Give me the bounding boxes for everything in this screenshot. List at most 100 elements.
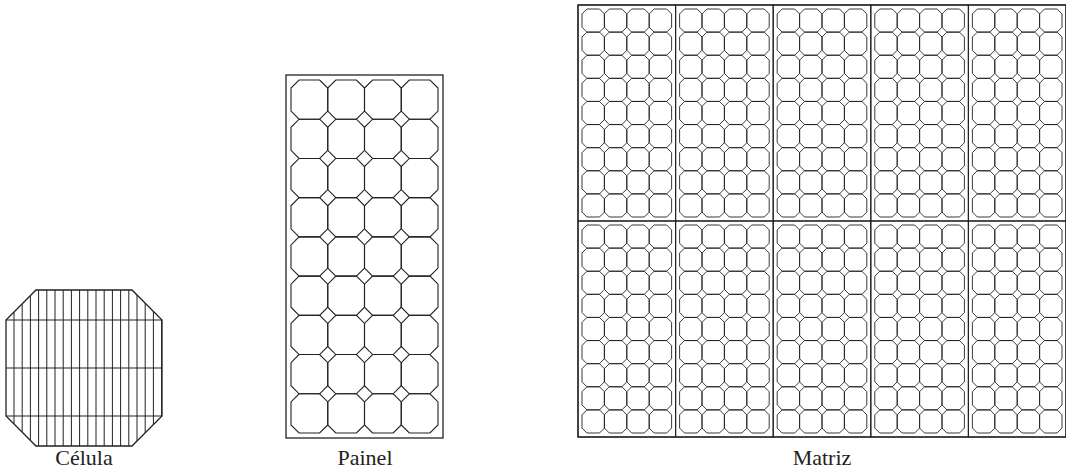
solar-cell: [724, 148, 746, 171]
solar-cell: [777, 9, 799, 32]
solar-cell: [942, 294, 964, 317]
solar-cell: [680, 387, 702, 410]
solar-cell: [920, 125, 942, 148]
solar-cell: [995, 317, 1017, 340]
solar-cell: [800, 101, 822, 124]
solar-cell: [972, 9, 994, 32]
solar-cell: [604, 32, 626, 55]
solar-cell: [582, 194, 604, 217]
solar-cell: [291, 158, 328, 197]
solar-cell: [649, 194, 671, 217]
solar-cell: [897, 32, 919, 55]
solar-cell: [365, 355, 402, 394]
solar-cell: [747, 171, 769, 194]
solar-cell: [702, 148, 724, 171]
solar-cell: [897, 9, 919, 32]
solar-cell: [800, 125, 822, 148]
solar-cell: [1040, 148, 1062, 171]
solar-cell: [920, 248, 942, 271]
solar-cell: [777, 148, 799, 171]
solar-cell: [972, 194, 994, 217]
solar-cell: [920, 387, 942, 410]
solar-cell: [604, 387, 626, 410]
solar-cell: [328, 315, 365, 354]
solar-cell: [604, 194, 626, 217]
solar-cell: [875, 225, 897, 248]
solar-cell: [724, 294, 746, 317]
solar-cell: [777, 248, 799, 271]
solar-cell: [942, 171, 964, 194]
solar-cell: [777, 78, 799, 101]
solar-cell: [1017, 194, 1039, 217]
solar-cell: [604, 341, 626, 364]
solar-cell: [844, 125, 866, 148]
solar-cell: [920, 410, 942, 433]
solar-cell: [777, 364, 799, 387]
solar-cell: [627, 9, 649, 32]
solar-cell: [328, 119, 365, 158]
solar-cell: [875, 32, 897, 55]
solar-cell: [972, 101, 994, 124]
solar-cell: [649, 271, 671, 294]
solar-cell: [649, 171, 671, 194]
solar-cell: [777, 32, 799, 55]
solar-cell: [604, 225, 626, 248]
solar-cell: [702, 317, 724, 340]
solar-cell: [1040, 248, 1062, 271]
solar-cell: [401, 276, 438, 315]
part-label: Matriz: [793, 447, 852, 469]
solar-cell: [582, 148, 604, 171]
solar-cell: [604, 364, 626, 387]
solar-cell: [777, 410, 799, 433]
solar-cell: [942, 125, 964, 148]
solar-cell: [582, 55, 604, 78]
array-module: [968, 5, 1066, 221]
solar-cell: [604, 171, 626, 194]
solar-cell: [777, 101, 799, 124]
solar-cell: [875, 194, 897, 217]
solar-cell: [995, 410, 1017, 433]
solar-cell: [604, 148, 626, 171]
solar-cell: [897, 317, 919, 340]
solar-cell: [995, 9, 1017, 32]
solar-cell: [875, 9, 897, 32]
solar-cell: [800, 248, 822, 271]
solar-cell: [365, 394, 402, 433]
module-frame: [676, 5, 774, 221]
solar-cell: [995, 271, 1017, 294]
part-label: Célula: [55, 447, 112, 469]
solar-cell: [680, 341, 702, 364]
solar-cell: [401, 394, 438, 433]
solar-cell: [649, 125, 671, 148]
solar-cell: [822, 341, 844, 364]
solar-cell: [822, 78, 844, 101]
solar-cell: [702, 9, 724, 32]
solar-cell: [365, 158, 402, 197]
solar-cell: [1017, 101, 1039, 124]
solar-cell: [1017, 341, 1039, 364]
solar-cell: [800, 9, 822, 32]
solar-cell: [680, 55, 702, 78]
solar-cell: [800, 194, 822, 217]
solar-cell: [680, 410, 702, 433]
solar-cell: [649, 101, 671, 124]
solar-cell: [920, 171, 942, 194]
solar-cell: [1017, 294, 1039, 317]
solar-cell: [680, 125, 702, 148]
solar-cell: [582, 248, 604, 271]
solar-cell: [800, 387, 822, 410]
solar-cell: [680, 9, 702, 32]
solar-cell: [875, 248, 897, 271]
solar-cell: [747, 9, 769, 32]
solar-cell: [844, 78, 866, 101]
solar-cell: [649, 387, 671, 410]
solar-cell: [582, 294, 604, 317]
solar-cell: [1017, 125, 1039, 148]
solar-cell: [844, 101, 866, 124]
solar-cell: [777, 55, 799, 78]
solar-cell: [649, 9, 671, 32]
solar-cell: [680, 364, 702, 387]
solar-cell: [604, 55, 626, 78]
solar-cell: [724, 32, 746, 55]
solar-cell: [800, 364, 822, 387]
